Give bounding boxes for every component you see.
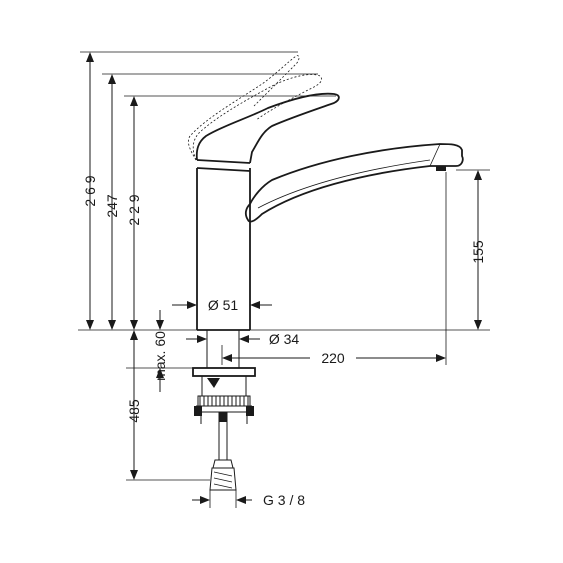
dimension-height-247: 247: [104, 74, 120, 330]
lever-handle: [195, 92, 340, 164]
dimension-max-60: max. 60: [152, 310, 168, 392]
dimension-thread: G 3 / 8: [192, 492, 305, 508]
label-height-485: 485: [126, 399, 142, 423]
label-diameter-51: Ø 51: [208, 297, 239, 313]
dimension-diameter-34: Ø 34: [186, 331, 299, 347]
label-thread: G 3 / 8: [263, 492, 305, 508]
label-max-60: max. 60: [152, 331, 168, 381]
label-reach-220: 220: [321, 350, 345, 366]
dimension-height-485: 485: [126, 330, 142, 480]
label-height-269: 2 6 9: [82, 175, 98, 206]
label-diameter-34: Ø 34: [269, 331, 300, 347]
mounting-assembly: [192, 330, 256, 491]
dimension-diameter-51: Ø 51: [172, 297, 272, 313]
dimension-height-155: 155: [470, 170, 486, 330]
dimension-height-229: 2 2 9: [126, 96, 142, 330]
label-height-229: 2 2 9: [126, 194, 142, 225]
label-height-247: 247: [104, 194, 120, 218]
dimension-height-269: 2 6 9: [82, 52, 98, 330]
label-height-155: 155: [470, 240, 486, 264]
lever-handle-alt-positions: [188, 55, 322, 161]
spout: [244, 143, 464, 223]
dimension-reach-220: 220: [222, 350, 446, 366]
